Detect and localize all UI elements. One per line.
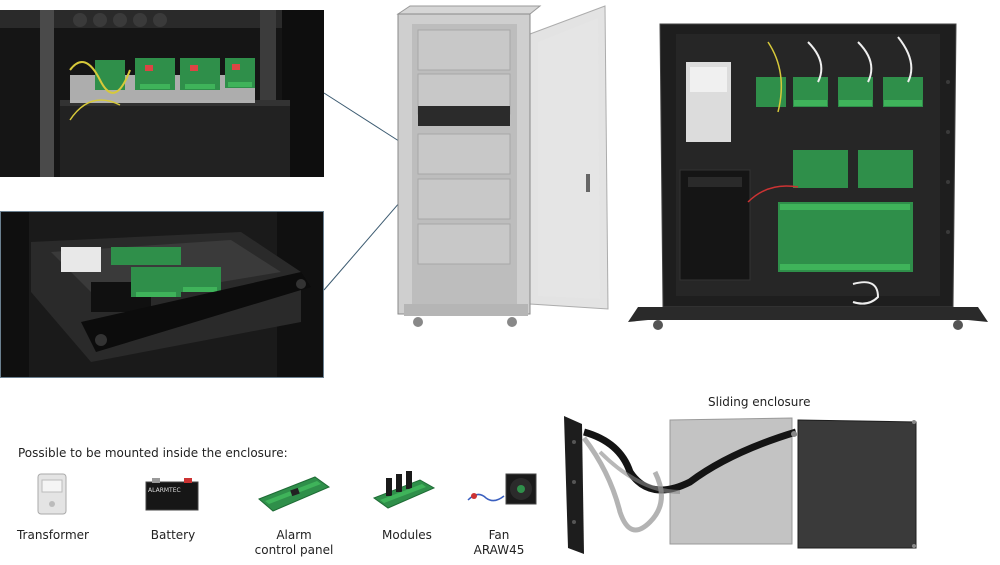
mountable-heading: Possible to be mounted inside the enclos… bbox=[18, 446, 288, 460]
sliding-enclosure-diagram bbox=[560, 412, 920, 560]
photo-enclosure-top-view bbox=[628, 22, 988, 334]
modules-label: Modules bbox=[382, 528, 432, 542]
fan-icon bbox=[464, 470, 538, 510]
control-panel-label: Alarm control panel bbox=[254, 528, 334, 557]
battery-label: Battery bbox=[150, 528, 196, 542]
sliding-enclosure-title: Sliding enclosure bbox=[708, 395, 811, 409]
fan-label: Fan ARAW45 bbox=[473, 528, 525, 557]
photo-rack-installed bbox=[0, 10, 324, 177]
transformer-icon bbox=[36, 470, 68, 518]
battery-brand-text: ALARMTEC bbox=[148, 487, 181, 494]
control-panel-icon bbox=[255, 473, 331, 513]
transformer-label: Transformer bbox=[16, 528, 89, 542]
modules-icon bbox=[372, 470, 436, 512]
photo-drawer-open bbox=[0, 211, 324, 378]
photo-rack-cabinet bbox=[390, 4, 615, 340]
battery-icon bbox=[144, 476, 200, 512]
